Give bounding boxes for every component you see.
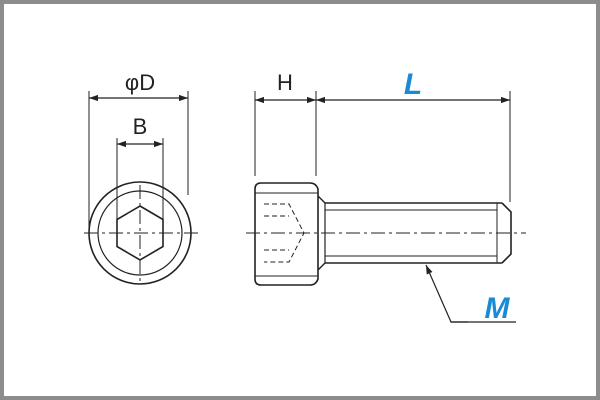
label-hex-width: B: [133, 114, 148, 139]
neck-top: [317, 195, 326, 204]
label-diameter: φD: [125, 70, 155, 95]
label-head-height: H: [277, 70, 293, 95]
bolt-tip: [501, 202, 512, 264]
neck-bottom: [317, 262, 326, 271]
bolt-head: [254, 182, 319, 286]
side-view: [246, 91, 526, 323]
end-view: [84, 91, 198, 285]
label-thread: M: [485, 292, 511, 325]
label-length: L: [404, 68, 422, 101]
